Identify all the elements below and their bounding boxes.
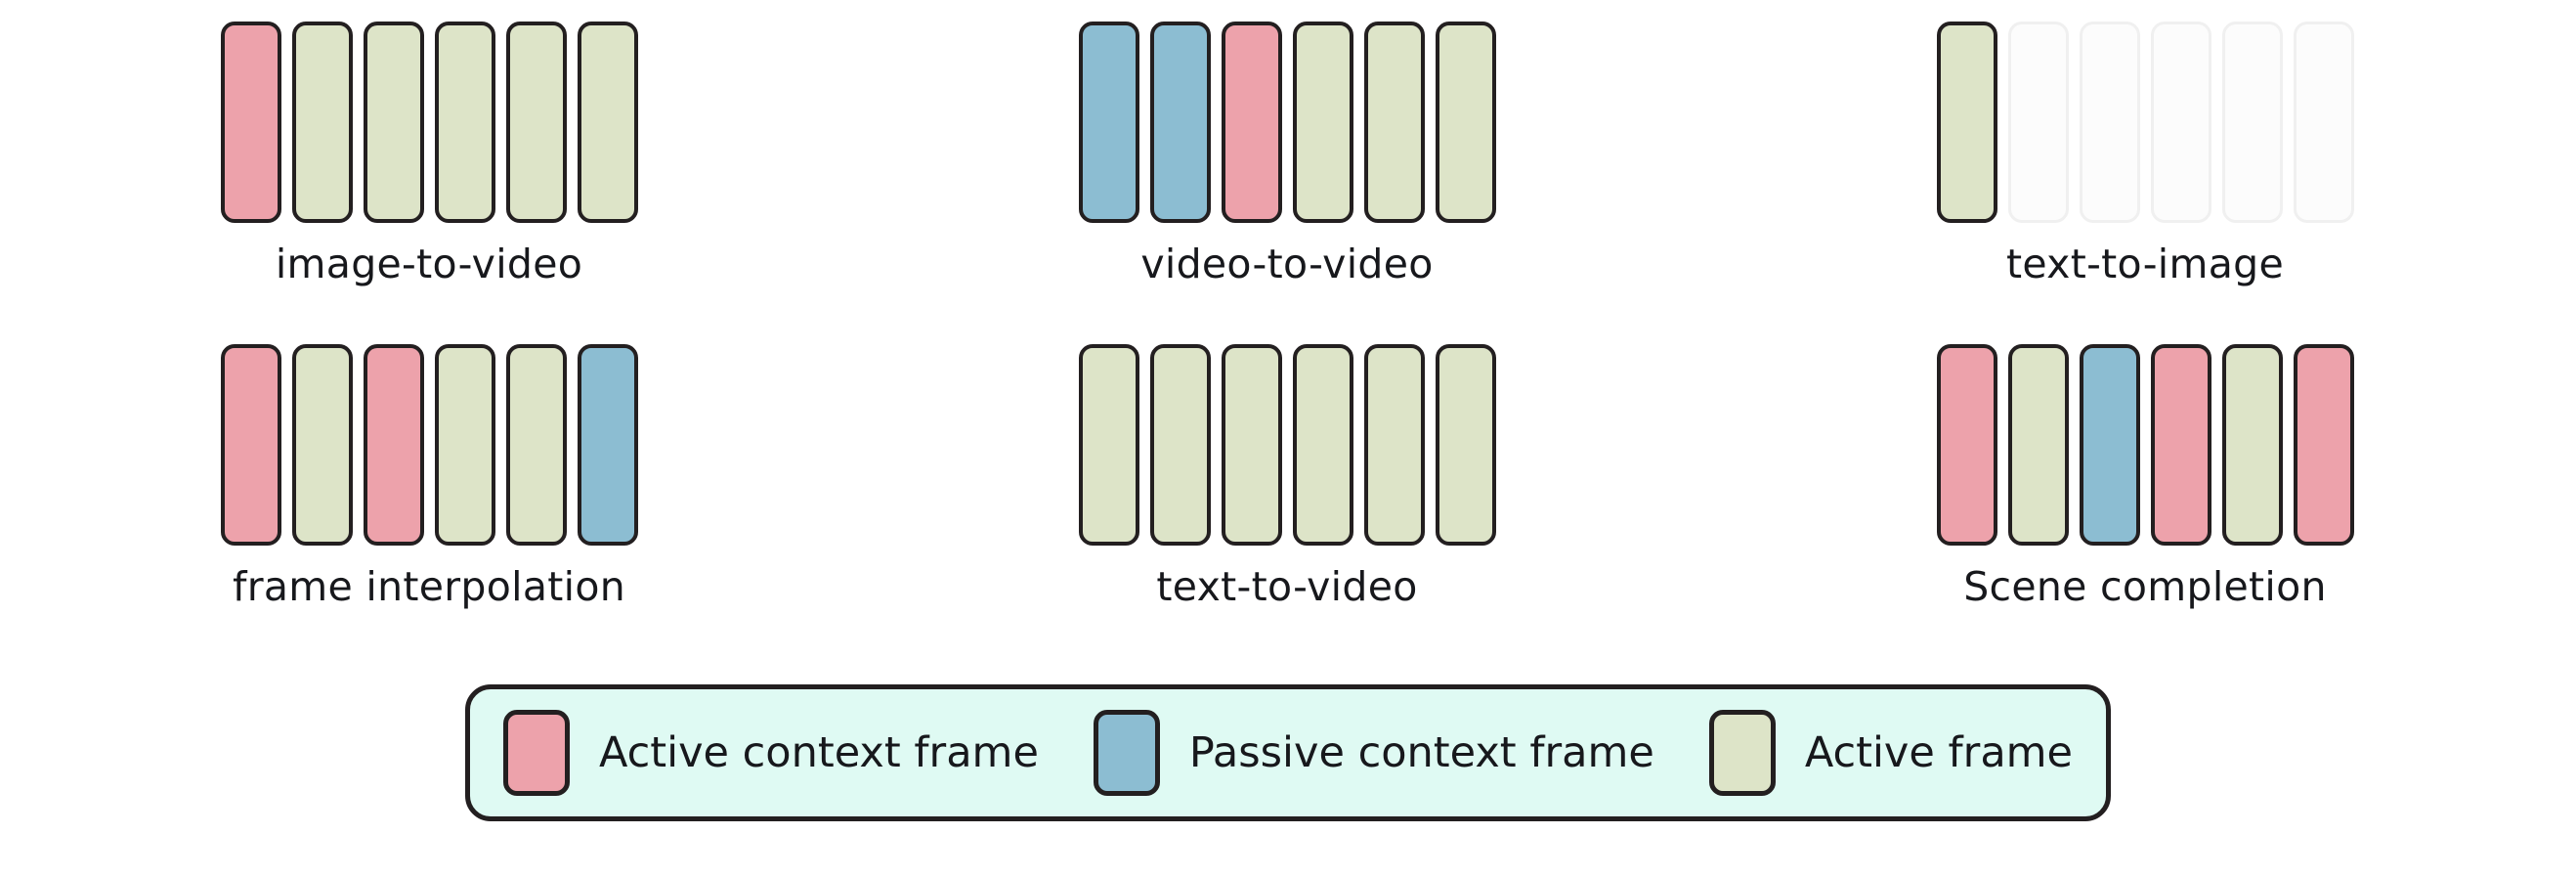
frame-active bbox=[1292, 344, 1353, 546]
task-group-video-to-video: video-to-video bbox=[858, 0, 1716, 323]
frame-active-context bbox=[363, 344, 424, 546]
frame-active-context bbox=[220, 22, 281, 223]
legend-swatch-active-frame bbox=[1708, 710, 1776, 796]
frame-active bbox=[505, 22, 567, 223]
frame-active-context bbox=[1936, 344, 1997, 546]
frame-active bbox=[505, 344, 567, 546]
frame-strip-video-to-video bbox=[1078, 22, 1496, 223]
frame-passive-context bbox=[2079, 344, 2140, 546]
frame-passive-context bbox=[577, 344, 638, 546]
frame-active bbox=[1363, 344, 1425, 546]
frame-active bbox=[1435, 22, 1496, 223]
frame-active bbox=[434, 22, 495, 223]
frame-ghost bbox=[2293, 22, 2354, 223]
legend-spacer bbox=[1039, 753, 1094, 754]
legend-spacer bbox=[1654, 753, 1709, 754]
frame-active-context bbox=[2293, 344, 2354, 546]
task-row: frame interpolation text-to-video Scene co… bbox=[0, 323, 2576, 645]
task-groups-container: image-to-video video-to-video text-to-imag… bbox=[0, 0, 2576, 645]
legend-label-active-frame: Active frame bbox=[1804, 727, 2074, 777]
frame-strip-scene-completion bbox=[1936, 344, 2354, 546]
frame-ghost bbox=[2150, 22, 2211, 223]
frame-strip-frame-interpolation bbox=[220, 344, 638, 546]
task-label-text-to-image: text-to-image bbox=[2005, 241, 2285, 287]
frame-passive-context bbox=[1149, 22, 1211, 223]
legend-item-active-frame: Active frame bbox=[1708, 689, 2074, 816]
frame-active bbox=[1221, 344, 1282, 546]
frame-active bbox=[291, 22, 353, 223]
task-row: image-to-video video-to-video text-to-imag… bbox=[0, 0, 2576, 323]
frame-active-context bbox=[220, 344, 281, 546]
frame-passive-context bbox=[1078, 22, 1139, 223]
frame-active bbox=[1363, 22, 1425, 223]
task-label-scene-completion: Scene completion bbox=[1963, 563, 2327, 610]
legend-container: Active context frame Passive context fram… bbox=[0, 684, 2576, 821]
task-label-frame-interpolation: frame interpolation bbox=[232, 563, 625, 610]
frame-active bbox=[577, 22, 638, 223]
frame-ghost bbox=[2079, 22, 2140, 223]
frame-strip-image-to-video bbox=[220, 22, 638, 223]
task-group-text-to-video: text-to-video bbox=[858, 323, 1716, 645]
frame-strip-text-to-video bbox=[1078, 344, 1496, 546]
frame-active bbox=[1292, 22, 1353, 223]
frame-active bbox=[2007, 344, 2069, 546]
legend-swatch-passive-context-frame bbox=[1093, 710, 1160, 796]
legend-item-passive-context-frame: Passive context frame bbox=[1093, 689, 1654, 816]
frame-strip-text-to-image bbox=[1936, 22, 2354, 223]
legend-box: Active context frame Passive context fram… bbox=[464, 684, 2112, 821]
task-group-frame-interpolation: frame interpolation bbox=[0, 323, 858, 645]
frame-active-context bbox=[1221, 22, 1282, 223]
task-label-video-to-video: video-to-video bbox=[1140, 241, 1434, 287]
frame-ghost bbox=[2007, 22, 2069, 223]
task-label-text-to-video: text-to-video bbox=[1156, 563, 1418, 610]
frame-active bbox=[1435, 344, 1496, 546]
frame-active bbox=[363, 22, 424, 223]
frame-active bbox=[1078, 344, 1139, 546]
frame-active bbox=[1936, 22, 1997, 223]
task-group-scene-completion: Scene completion bbox=[1716, 323, 2574, 645]
frame-ghost bbox=[2221, 22, 2283, 223]
legend-label-active-context-frame: Active context frame bbox=[598, 727, 1039, 777]
task-group-text-to-image: text-to-image bbox=[1716, 0, 2574, 323]
frame-active bbox=[434, 344, 495, 546]
legend-label-passive-context-frame: Passive context frame bbox=[1188, 727, 1654, 777]
task-group-image-to-video: image-to-video bbox=[0, 0, 858, 323]
frame-active bbox=[291, 344, 353, 546]
legend-swatch-active-context-frame bbox=[502, 710, 570, 796]
task-label-image-to-video: image-to-video bbox=[275, 241, 583, 287]
frame-active bbox=[1149, 344, 1211, 546]
frame-active-context bbox=[2150, 344, 2211, 546]
frame-active bbox=[2221, 344, 2283, 546]
legend-item-active-context-frame: Active context frame bbox=[502, 689, 1039, 816]
